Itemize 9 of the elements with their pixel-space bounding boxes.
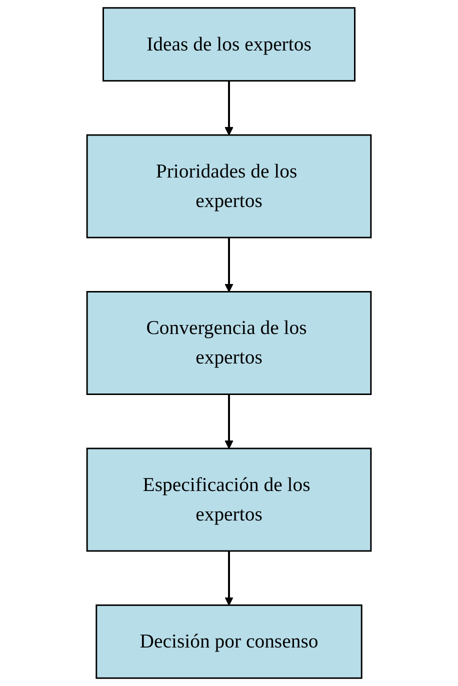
node-box: Decisión por consenso — [96, 604, 362, 679]
arrow — [224, 238, 234, 292]
arrow — [224, 394, 234, 449]
node-box: Ideas de los expertos — [102, 7, 356, 82]
node-box: Prioridades de los expertos — [86, 134, 372, 238]
arrow — [224, 550, 234, 606]
node-box: Convergencia de los expertos — [86, 291, 372, 395]
arrow — [224, 80, 234, 136]
node-box: Especificación de los expertos — [86, 448, 372, 552]
